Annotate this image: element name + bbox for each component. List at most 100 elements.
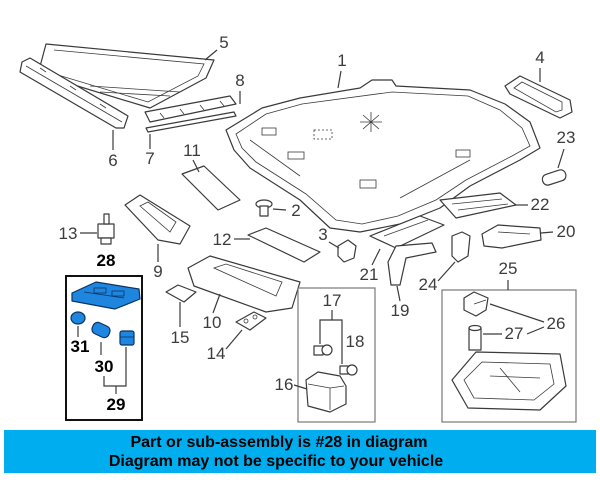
part-6-detail <box>25 65 123 123</box>
part-5-hatch <box>99 91 171 97</box>
part-21-detail <box>383 219 429 237</box>
callout-29: 29 <box>107 395 126 414</box>
leader-line-1 <box>337 70 342 89</box>
part-1-roof-opening-mark <box>360 112 382 132</box>
part-13-base <box>100 237 112 245</box>
part-20-detail <box>497 231 531 235</box>
part-31-outline[interactable] <box>70 311 86 325</box>
part-4-drawing <box>504 75 573 119</box>
callout-28: 28 <box>97 251 116 270</box>
part-26-detail <box>473 299 487 305</box>
part-31-drawing[interactable] <box>70 311 86 325</box>
part-28-lens <box>111 290 125 297</box>
part-9-drawing <box>124 194 191 245</box>
part-29-drawing[interactable] <box>119 330 135 346</box>
callout-4: 4 <box>535 48 544 67</box>
leader-line-17 <box>319 319 343 364</box>
part-24-outline <box>451 231 471 263</box>
part-8-hatch <box>159 112 165 119</box>
part-28-drawing[interactable] <box>71 281 141 310</box>
part-13-stem <box>103 213 110 225</box>
part-4-outline <box>504 75 573 119</box>
part-1-inner-edge <box>235 91 531 225</box>
part-28-lens <box>93 287 107 294</box>
callout-8: 8 <box>235 71 244 90</box>
part-11-drawing <box>181 165 241 211</box>
part-8-drawing <box>144 95 237 123</box>
info-banner-line-1: Part or sub-assembly is #28 in diagram <box>130 434 427 451</box>
callout-25: 25 <box>499 259 518 278</box>
part-3-outline <box>337 239 357 263</box>
part-15-outline <box>165 284 197 303</box>
callout-24: 24 <box>419 275 438 294</box>
part-16-drawing <box>305 371 347 413</box>
part-29-outline[interactable] <box>119 330 135 346</box>
part-16-outline <box>305 371 347 413</box>
callout-6: 6 <box>108 151 117 170</box>
callout-12: 12 <box>213 230 232 249</box>
part-23-drawing <box>541 169 567 186</box>
part-2-drawing <box>255 199 273 217</box>
assembly-28-box <box>65 275 143 421</box>
part-26-drawing <box>463 291 489 317</box>
part-19-drawing <box>387 242 437 286</box>
part-25-drawing <box>451 351 567 411</box>
part-19-outline <box>387 242 437 286</box>
part-1-drawing <box>225 79 541 233</box>
part-4-detail <box>513 81 563 113</box>
part-1-ray <box>362 114 380 130</box>
part-22-detail <box>457 203 509 211</box>
part-30-drawing[interactable] <box>90 321 111 339</box>
part-9-outline <box>124 194 191 245</box>
part-11-outline <box>181 165 241 211</box>
part-24-drawing <box>451 231 471 263</box>
assembly-25-box <box>441 289 577 423</box>
leader-line-23 <box>557 148 565 169</box>
leader-line-11 <box>192 159 200 173</box>
part-30-outline[interactable] <box>90 321 111 339</box>
part-27-outline <box>468 327 482 351</box>
part-27-top <box>468 324 482 332</box>
callout-30: 30 <box>95 357 114 376</box>
part-12-outline <box>247 227 321 263</box>
part-25-detail <box>499 367 521 393</box>
callout-2: 2 <box>291 201 300 220</box>
part-13-drawing <box>97 213 115 245</box>
part-1-cutout <box>359 179 377 189</box>
leader-line-3 <box>328 241 340 249</box>
callout-19: 19 <box>391 301 410 320</box>
part-18-drawing <box>339 364 358 376</box>
part-5-detail <box>47 49 205 103</box>
callout-13: 13 <box>59 224 78 243</box>
part-13-outline <box>97 223 115 239</box>
part-8-hatch <box>199 104 205 111</box>
part-14-drawing <box>235 311 267 331</box>
part-9-mirror <box>139 201 177 233</box>
part-6-drawing <box>19 57 129 129</box>
callout-16: 16 <box>275 375 294 394</box>
callout-27: 27 <box>505 324 524 343</box>
part-25-outline <box>451 351 567 411</box>
part-6-detail <box>39 67 47 73</box>
leader-line-2 <box>272 208 287 211</box>
callout-17: 17 <box>323 291 342 310</box>
leader-line-21 <box>371 248 381 266</box>
leader-line-10 <box>212 293 221 314</box>
part-5-hatch <box>89 85 181 93</box>
callouts: 1 2 3 4 5 6 7 8 9 10 11 12 13 14 15 16 1… <box>59 33 576 414</box>
callout-1: 1 <box>337 51 346 70</box>
part-20-drawing <box>481 224 542 249</box>
callout-9: 9 <box>153 262 162 281</box>
part-18-bulb <box>346 364 358 376</box>
info-banner-background <box>4 430 596 473</box>
part-10-mirror <box>212 263 283 297</box>
part-21-drawing <box>369 215 445 249</box>
part-23-outline <box>541 169 567 186</box>
callout-10: 10 <box>203 313 222 332</box>
callout-31: 31 <box>71 337 90 356</box>
assembly-16-box <box>297 287 376 423</box>
part-17-bulb <box>321 344 333 356</box>
part-1-cutout <box>455 149 471 158</box>
part-7-drawing <box>145 111 237 133</box>
